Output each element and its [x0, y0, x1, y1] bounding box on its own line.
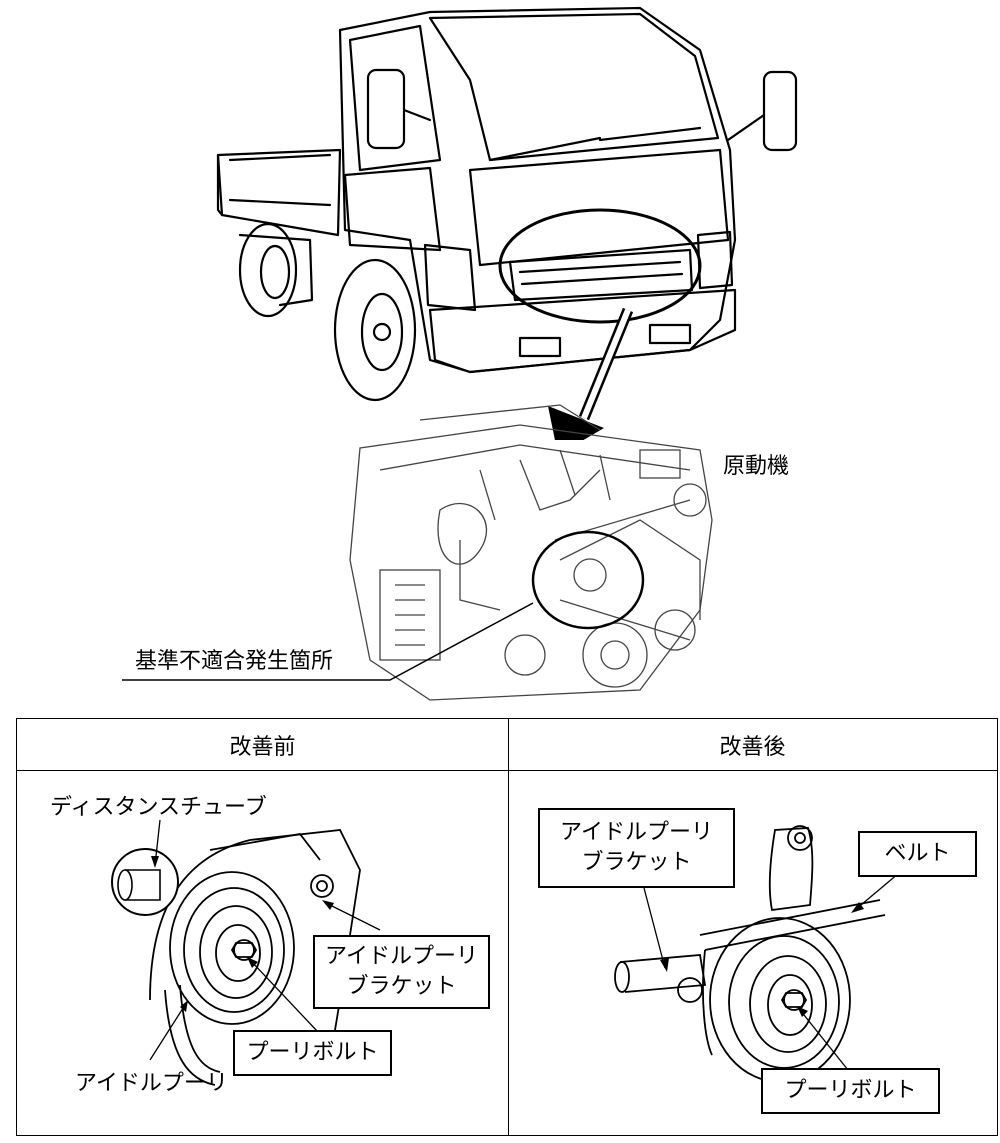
before-idler-bracket-line2: ブラケット [346, 974, 457, 999]
after-belt-callout: ベルト [858, 831, 977, 877]
after-pulley-bolt-label: プーリボルト [784, 1078, 917, 1104]
engine-illustration [122, 404, 713, 701]
before-idler-bracket-callout: アイドルプーリ ブラケット [313, 935, 490, 1009]
after-belt-label: ベルト [884, 841, 951, 867]
after-header: 改善後 [508, 719, 997, 771]
after-idler-bracket-callout: アイドルプーリ ブラケット [538, 808, 735, 888]
before-pulley-bolt-label: プーリボルト [246, 1040, 379, 1066]
distance-tube-label: ディスタンスチューブ [50, 795, 267, 820]
after-pulley-bolt-callout: プーリボルト [761, 1068, 940, 1114]
comparison-table: 改善前 改善後 [16, 718, 998, 1136]
before-idler-pulley-label: アイドルプーリ [75, 1071, 228, 1096]
before-header: 改善前 [17, 719, 508, 771]
before-idler-bracket-line1: アイドルプーリ [325, 944, 478, 970]
after-idler-bracket-line2: ブラケット [581, 850, 692, 875]
after-idler-bracket-line1: アイドルプーリ [560, 820, 713, 846]
truck-illustration [216, 6, 798, 440]
engine-label: 原動機 [723, 454, 790, 479]
defect-location-label: 基準不適合発生箇所 [135, 649, 334, 674]
before-pulley-bolt-callout: プーリボルト [233, 1030, 392, 1076]
table-divider [508, 719, 509, 1135]
